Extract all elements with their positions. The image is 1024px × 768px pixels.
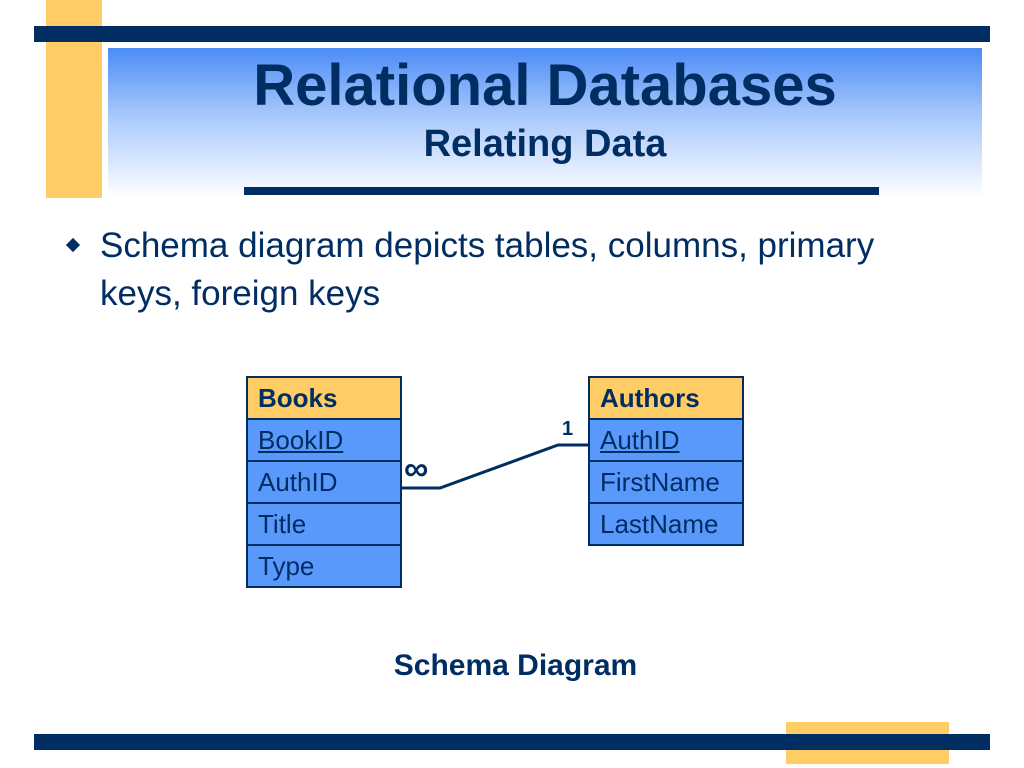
diagram-caption: Schema Diagram [393, 649, 638, 682]
books-column-type: Type [246, 544, 402, 588]
top-rule [34, 26, 990, 42]
cardinality-one: 1 [562, 418, 574, 440]
authors-table-header: Authors [588, 376, 744, 420]
books-column-authid: AuthID [246, 460, 402, 504]
relationship-line [402, 443, 588, 490]
books-column-bookid: BookID [246, 418, 402, 462]
books-table: Books BookID AuthID Title Type [246, 376, 402, 588]
title-underline [244, 187, 879, 195]
bottom-rule [34, 734, 990, 750]
slide-title: Relational Databases [253, 53, 837, 118]
authors-table: Authors AuthID FirstName LastName [588, 376, 744, 546]
bullet-text: Schema diagram depicts tables, columns, … [100, 226, 875, 313]
authors-column-firstname: FirstName [588, 460, 744, 504]
slide-subtitle: Relating Data [423, 123, 667, 165]
cardinality-many: ∞ [404, 450, 429, 488]
authors-column-lastname: LastName [588, 502, 744, 546]
authors-column-authid: AuthID [588, 418, 744, 462]
diamond-bullet-icon [65, 237, 81, 253]
title-background [108, 48, 982, 198]
books-table-header: Books [246, 376, 402, 420]
books-column-title: Title [246, 502, 402, 546]
bullet-point: Schema diagram depicts tables, columns, … [64, 222, 924, 318]
